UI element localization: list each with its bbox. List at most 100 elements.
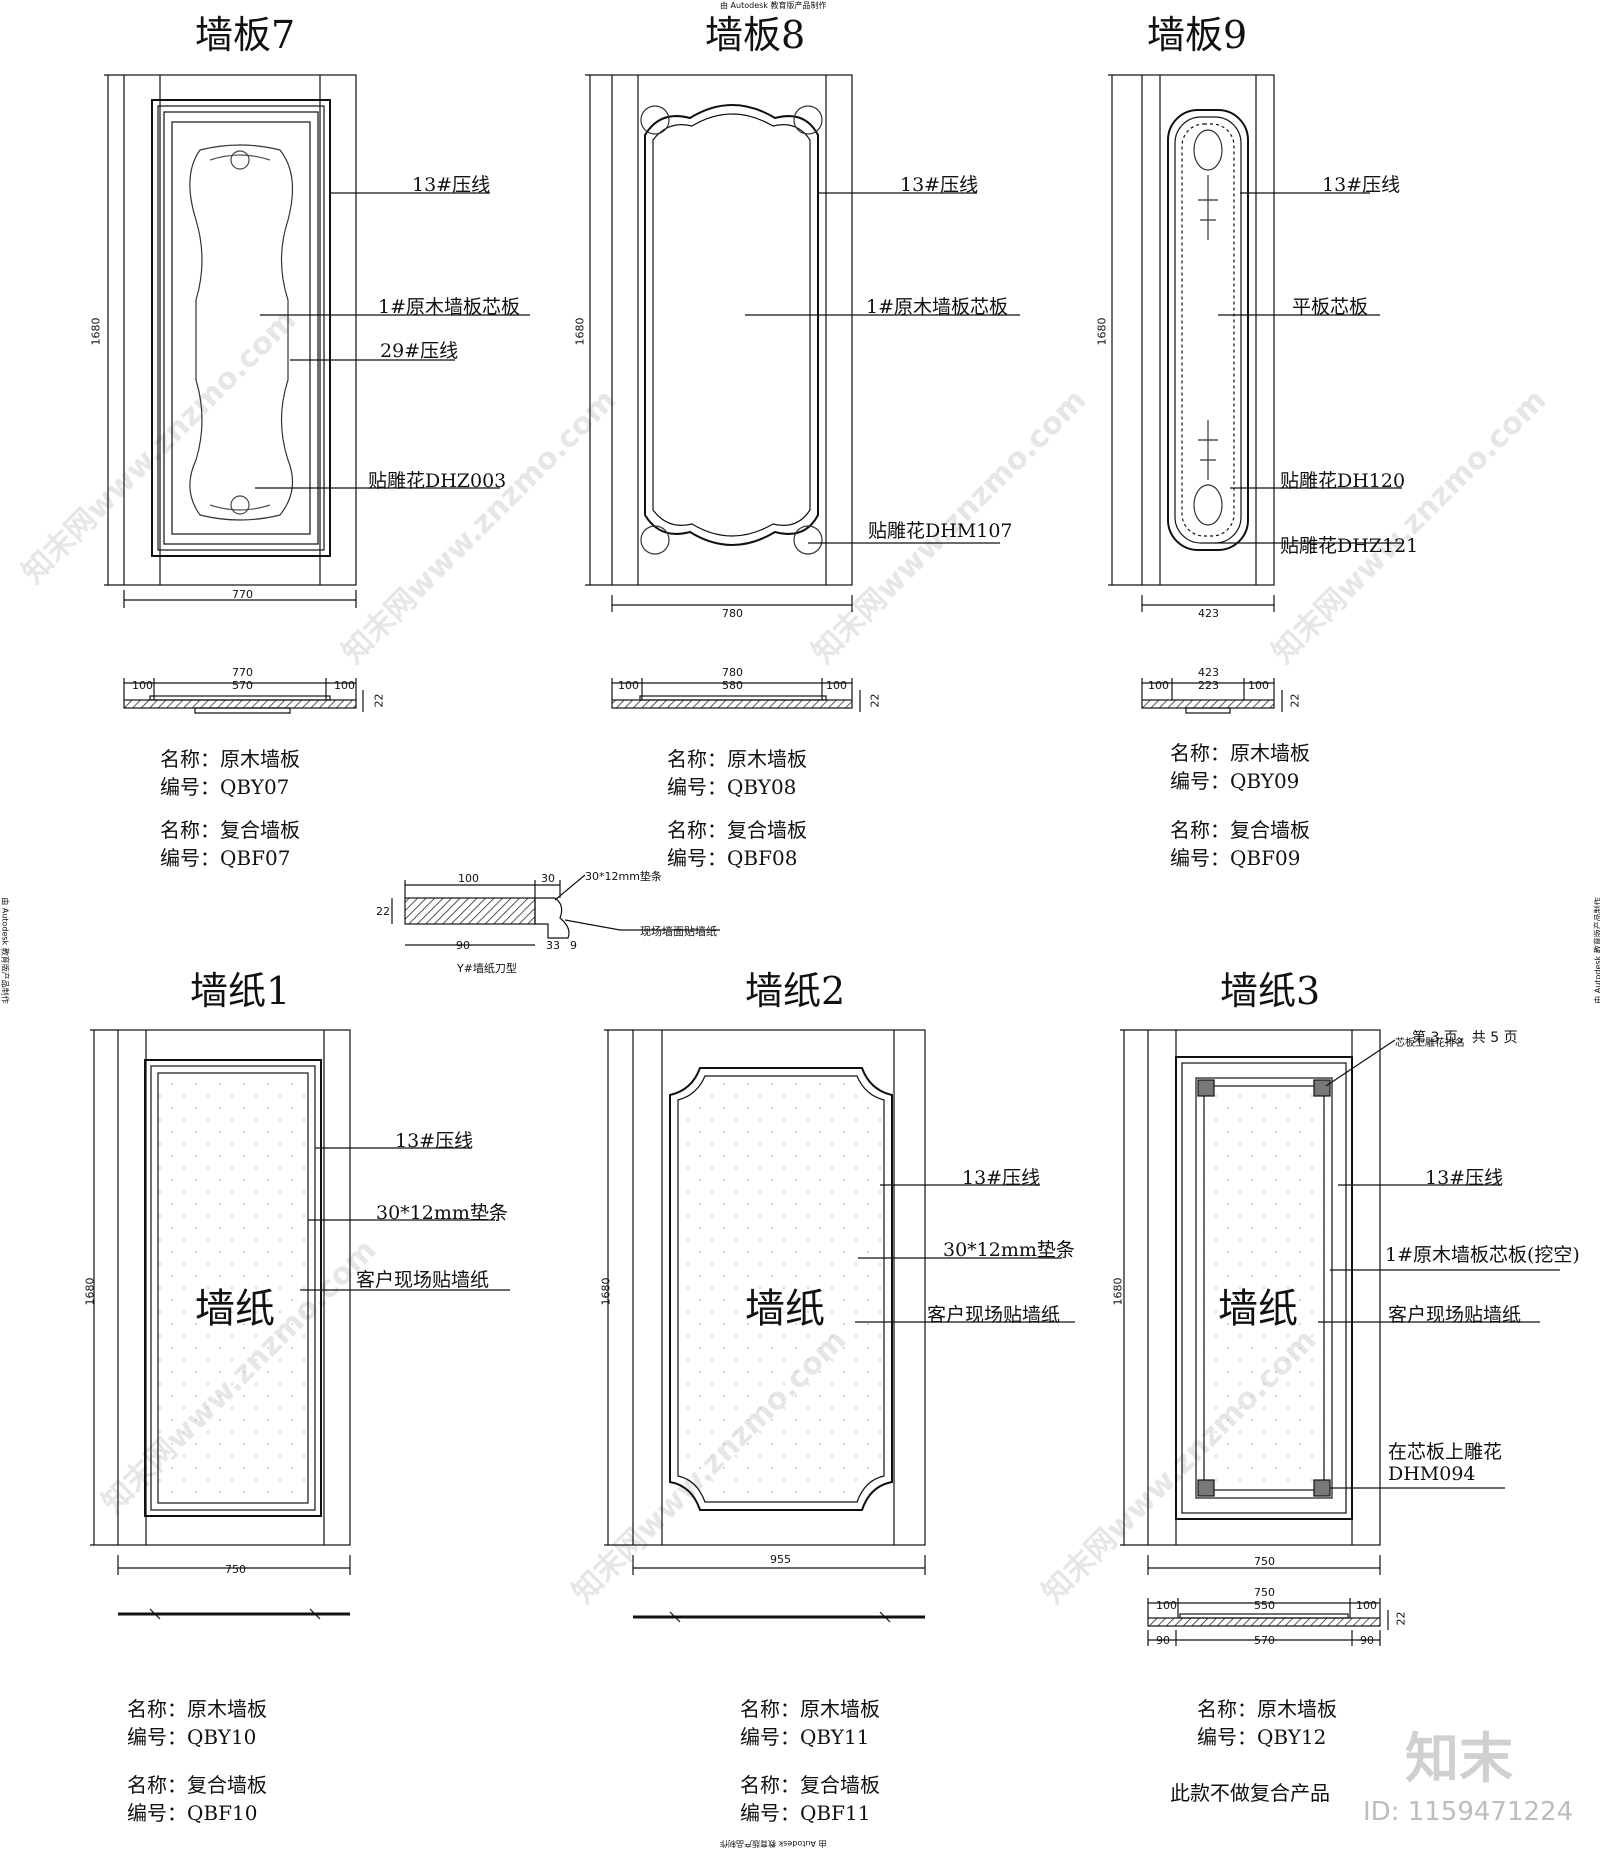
product-code: 编号：QBY10 bbox=[127, 1725, 257, 1749]
panel-9-elevation bbox=[1141, 74, 1275, 586]
label-core-board: 1#原木墙板芯板 bbox=[378, 296, 521, 318]
no-composite-note: 此款不做复合产品 bbox=[1170, 1781, 1330, 1805]
panel-7-title: 墙板7 bbox=[195, 13, 296, 57]
product-code: 编号：QBY07 bbox=[160, 775, 290, 799]
section-left: 100 bbox=[1148, 679, 1169, 692]
label-strip: 30*12mm垫条 bbox=[943, 1239, 1075, 1261]
section-thickness: 22 bbox=[372, 693, 386, 708]
product-name: 名称：原木墙板 bbox=[160, 747, 300, 771]
product-name: 名称：复合墙板 bbox=[1170, 818, 1310, 842]
product-name: 名称：原木墙板 bbox=[740, 1697, 880, 1721]
panel-9-section bbox=[1141, 678, 1283, 714]
width-dimension: 770 bbox=[232, 588, 253, 601]
product-code: 编号：QBF09 bbox=[1170, 846, 1301, 870]
autodesk-stamp: 由 Autodesk 教育版产品制作 bbox=[0, 897, 10, 1004]
label-carving: 贴雕花DHM107 bbox=[868, 520, 1013, 542]
section-mid: 223 bbox=[1198, 679, 1219, 692]
label-13-molding: 13#压线 bbox=[900, 174, 979, 196]
product-code: 编号：QBY09 bbox=[1170, 769, 1300, 793]
section-thickness: 22 bbox=[1394, 1611, 1408, 1626]
panel-8-section bbox=[611, 678, 861, 712]
product-code: 编号：QBF08 bbox=[667, 846, 798, 870]
product-name: 名称：复合墙板 bbox=[127, 1773, 267, 1797]
product-name: 名称：原木墙板 bbox=[1170, 741, 1310, 765]
wallpaper-1-elevation bbox=[117, 1029, 351, 1546]
section-left: 100 bbox=[618, 679, 639, 692]
section-left: 100 bbox=[132, 679, 153, 692]
section-mid: 550 bbox=[1254, 1599, 1275, 1612]
label-carving-ranking: 芯板上雕花排名 bbox=[1395, 1038, 1465, 1049]
detail-dim: 22 bbox=[376, 905, 390, 918]
height-dimension: 1680 bbox=[573, 317, 587, 346]
label-core-hollow: 1#原木墙板芯板(挖空) bbox=[1385, 1244, 1580, 1266]
section-right: 100 bbox=[826, 679, 847, 692]
height-dimension: 1680 bbox=[1111, 1277, 1125, 1306]
label-13-molding: 13#压线 bbox=[962, 1167, 1041, 1189]
label-strip: 30*12mm垫条 bbox=[376, 1202, 508, 1224]
label-wallpaper: 客户现场贴墙纸 bbox=[927, 1304, 1061, 1326]
detail-dim: 9 bbox=[570, 939, 577, 952]
panel-8-elevation bbox=[611, 74, 853, 586]
product-name: 名称：复合墙板 bbox=[740, 1773, 880, 1797]
label-carving: 贴雕花DH120 bbox=[1280, 470, 1406, 492]
label-carving: 贴雕花DHZ003 bbox=[368, 470, 507, 492]
panel-7-section bbox=[123, 678, 364, 714]
panel-9-title: 墙板9 bbox=[1147, 13, 1248, 57]
width-dimension: 750 bbox=[1254, 1555, 1275, 1568]
profile-detail bbox=[391, 874, 720, 946]
wallpaper-center-label: 墙纸 bbox=[195, 1286, 275, 1332]
section-total: 423 bbox=[1198, 666, 1219, 679]
product-name: 名称：复合墙板 bbox=[160, 818, 300, 842]
height-dimension: 1680 bbox=[83, 1277, 97, 1306]
detail-dim: 90 bbox=[456, 939, 470, 952]
height-dimension: 1680 bbox=[599, 1277, 613, 1306]
width-dimension: 780 bbox=[722, 607, 743, 620]
product-code: 编号：QBY08 bbox=[667, 775, 797, 799]
width-dimension: 955 bbox=[770, 1553, 791, 1566]
product-name: 名称：原木墙板 bbox=[667, 747, 807, 771]
section-mid: 580 bbox=[722, 679, 743, 692]
detail-caption: Y#墙纸刀型 bbox=[457, 962, 517, 975]
znzmo-logo: 知末 bbox=[1405, 1727, 1513, 1790]
detail-strip-label: 30*12mm垫条 bbox=[585, 870, 662, 883]
width-dimension: 750 bbox=[225, 1563, 246, 1576]
product-code: 编号：QBY11 bbox=[740, 1725, 870, 1749]
section-bottom-mid: 570 bbox=[1254, 1634, 1275, 1647]
label-13-molding: 13#压线 bbox=[395, 1130, 474, 1152]
wallpaper-3-elevation bbox=[1147, 1029, 1381, 1546]
section-bottom-left: 90 bbox=[1156, 1634, 1170, 1647]
label-flat-core: 平板芯板 bbox=[1292, 296, 1369, 318]
autodesk-stamp: 由 Autodesk 教育版产品制作 bbox=[1593, 897, 1600, 1003]
product-name: 名称：复合墙板 bbox=[667, 818, 807, 842]
image-id: ID: 1159471224 bbox=[1363, 1797, 1574, 1827]
section-thickness: 22 bbox=[868, 693, 882, 708]
product-name: 名称：原木墙板 bbox=[1197, 1697, 1337, 1721]
label-carve-on-core: 在芯板上雕花 bbox=[1388, 1441, 1503, 1463]
section-thickness: 22 bbox=[1288, 693, 1302, 708]
section-total: 780 bbox=[722, 666, 743, 679]
section-left: 100 bbox=[1156, 1599, 1177, 1612]
label-wallpaper: 客户现场贴墙纸 bbox=[356, 1269, 490, 1291]
product-name: 名称：原木墙板 bbox=[127, 1697, 267, 1721]
height-dimension: 1680 bbox=[89, 317, 103, 346]
section-right: 100 bbox=[1248, 679, 1269, 692]
autodesk-stamp: 由 Autodesk 教育版产品制作 bbox=[720, 1, 827, 10]
detail-dim: 33 bbox=[546, 939, 560, 952]
section-total: 770 bbox=[232, 666, 253, 679]
wallpaper-center-label: 墙纸 bbox=[1218, 1286, 1298, 1332]
section-right: 100 bbox=[334, 679, 355, 692]
section-bottom-right: 90 bbox=[1360, 1634, 1374, 1647]
detail-note: 现场墙面贴墙纸 bbox=[640, 925, 717, 938]
detail-dim: 100 bbox=[458, 872, 479, 885]
wallpaper-3-title: 墙纸3 bbox=[1220, 969, 1321, 1013]
panel-8-title: 墙板8 bbox=[705, 13, 806, 57]
label-29-molding: 29#压线 bbox=[380, 340, 459, 362]
label-13-molding: 13#压线 bbox=[412, 174, 491, 196]
autodesk-stamp: 由 Autodesk 教育版产品制作 bbox=[720, 1839, 827, 1848]
wallpaper-3-section bbox=[1147, 1598, 1389, 1646]
section-right: 100 bbox=[1356, 1599, 1377, 1612]
wallpaper-1-title: 墙纸1 bbox=[190, 969, 291, 1013]
label-carving: 贴雕花DHZ121 bbox=[1280, 535, 1419, 557]
label-carving-code: DHM094 bbox=[1388, 1463, 1476, 1485]
product-code: 编号：QBF10 bbox=[127, 1801, 258, 1825]
